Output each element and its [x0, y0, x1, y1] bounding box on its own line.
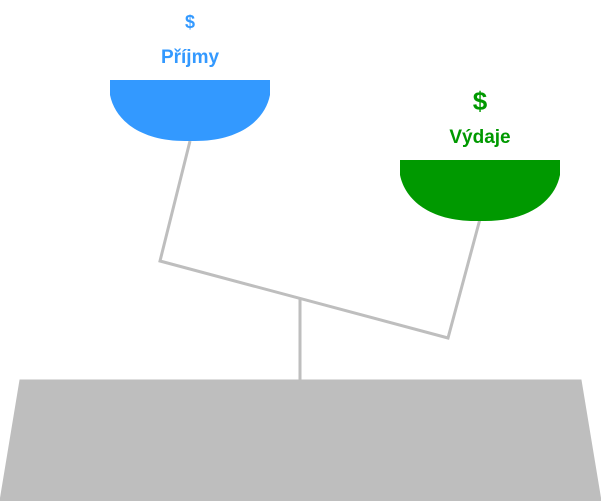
income-currency-symbol: $ [185, 12, 195, 32]
expense-bowl-icon [400, 160, 560, 221]
scale-beam [158, 140, 482, 340]
scale-base [0, 379, 601, 501]
income-label: Příjmy [161, 47, 220, 68]
expense-label: Výdaje [449, 127, 510, 148]
expense-currency-symbol: $ [473, 86, 488, 116]
income-bowl-icon [110, 80, 270, 141]
